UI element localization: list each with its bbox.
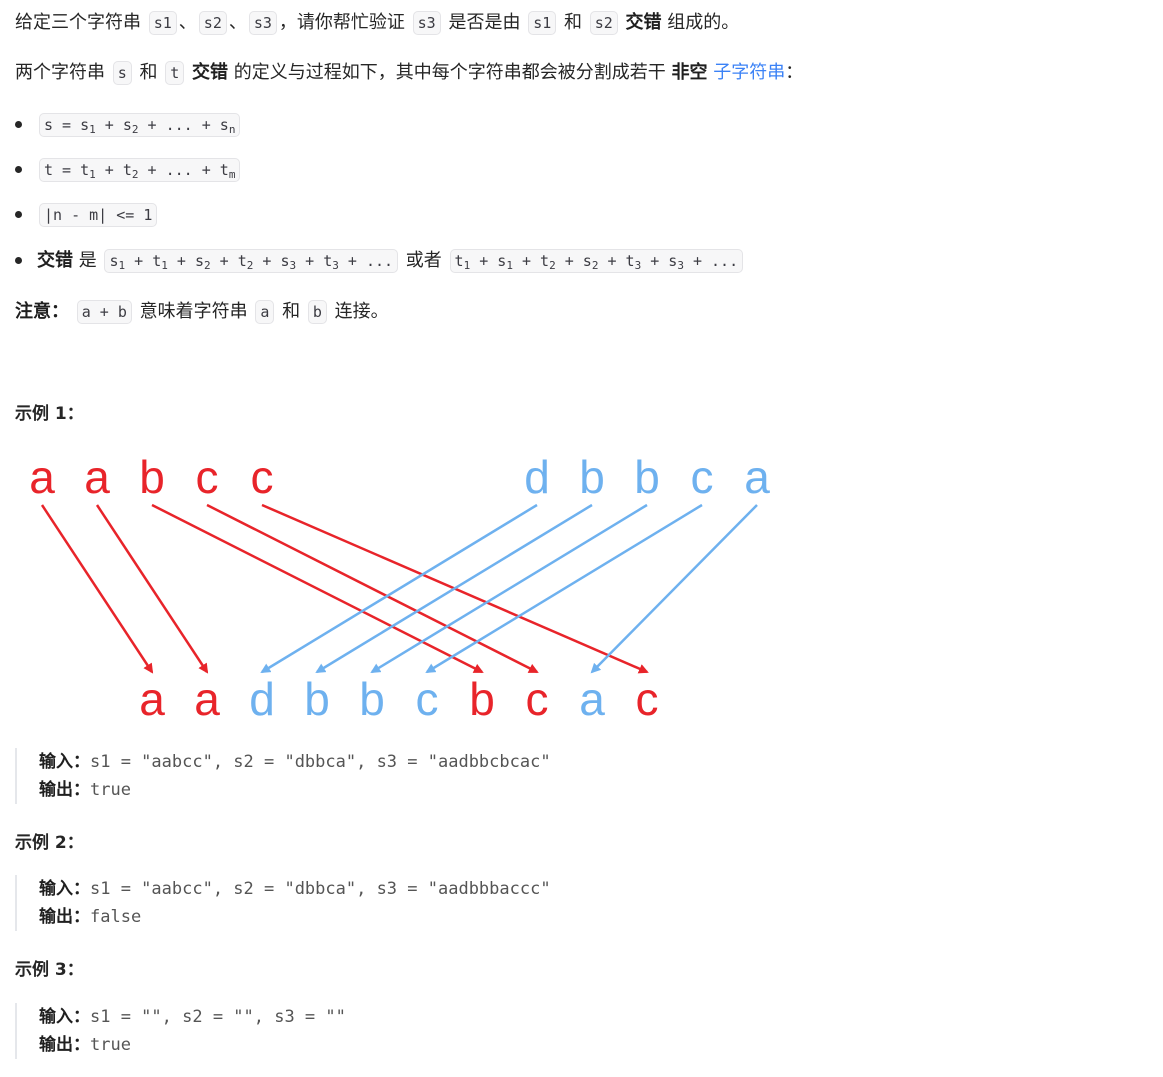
text: 两个字符串 — [15, 62, 105, 83]
bullet-icon — [15, 257, 22, 264]
s3-letter: b — [469, 673, 495, 725]
s3-letter: b — [359, 673, 385, 725]
s3-letter: c — [636, 673, 659, 725]
bold-term: 交错 — [625, 12, 662, 33]
bold-term: 交错 — [37, 250, 73, 271]
example-3-heading: 示例 3： — [15, 960, 84, 980]
text: ： — [785, 62, 804, 83]
input-value: s1 = "aabcc", s2 = "dbbca", s3 = "aadbbb… — [90, 879, 551, 899]
blue-arrow — [260, 503, 538, 674]
red-arrow — [40, 504, 154, 674]
s1-letter: a — [84, 451, 110, 503]
red-arrow — [151, 503, 484, 674]
bold-term: 非空 — [671, 62, 708, 83]
code-t: t — [165, 61, 185, 85]
code-s3: s3 — [412, 11, 441, 35]
text: 、 — [228, 12, 247, 33]
red-arrow — [206, 503, 539, 674]
s3-letter: c — [416, 673, 439, 725]
list-item: |n - m| <= 1 — [15, 198, 159, 232]
blue-arrow — [425, 503, 703, 674]
code-length-condition: |n - m| <= 1 — [39, 203, 158, 227]
red-arrow — [95, 504, 209, 674]
text: 给定三个字符串 — [15, 12, 141, 33]
s3-letter: b — [304, 673, 330, 725]
code-interleave-2: t1 + s1 + t2 + s2 + t3 + s3 + ... — [449, 249, 744, 273]
output-label: 输出： — [39, 907, 90, 927]
s3-letter: a — [579, 673, 605, 725]
example-2-block: 输入：s1 = "aabcc", s2 = "dbbca", s3 = "aad… — [15, 875, 551, 931]
code-s1: s1 — [148, 11, 177, 35]
text: 和 — [282, 301, 301, 322]
code-s3: s3 — [248, 11, 277, 35]
list-item: t = t1 + t2 + ... + tm — [15, 153, 242, 187]
intro-paragraph-1: 给定三个字符串 s1、s2、s3，请你帮忙验证 s3 是否是由 s1 和 s2 … — [15, 6, 739, 40]
code-interleave-1: s1 + t1 + s2 + t2 + s3 + t3 + ... — [104, 249, 399, 273]
list-item: 交错 是 s1 + t1 + s2 + t2 + s3 + t3 + ... 或… — [15, 244, 745, 278]
s2-letter: a — [744, 451, 770, 503]
code-s1: s1 — [528, 11, 557, 35]
note-label: 注意： — [15, 301, 69, 322]
intro-paragraph-2: 两个字符串 s 和 t 交错 的定义与过程如下，其中每个字符串都会被分割成若干 … — [15, 56, 803, 90]
substring-link[interactable]: 子字符串 — [713, 62, 786, 83]
text: 、 — [178, 12, 197, 33]
bold-term: 交错 — [192, 62, 228, 83]
code-a: a — [255, 300, 275, 324]
text: 连接。 — [334, 301, 389, 322]
text: 是否是由 — [448, 12, 521, 33]
s3-letter: d — [249, 673, 275, 725]
output-value: true — [90, 780, 131, 800]
blue-arrow — [315, 503, 593, 674]
code-s-split: s = s1 + s2 + ... + sn — [39, 113, 241, 137]
example-1-block: 输入：s1 = "aabcc", s2 = "dbbca", s3 = "aad… — [15, 748, 551, 804]
s2-letter: b — [579, 451, 605, 503]
bullet-icon — [15, 166, 22, 173]
code-t-split: t = t1 + t2 + ... + tm — [39, 158, 241, 182]
text: 和 — [563, 12, 582, 33]
s2-letter: b — [634, 451, 660, 503]
s1-letter: a — [29, 451, 55, 503]
input-label: 输入： — [39, 1007, 90, 1027]
blue-arrow — [590, 504, 758, 674]
input-label: 输入： — [39, 752, 90, 772]
text: 意味着字符串 — [139, 301, 248, 322]
text: 和 — [139, 62, 158, 83]
code-b: b — [307, 300, 327, 324]
s3-letter: c — [526, 673, 549, 725]
output-label: 输出： — [39, 1035, 90, 1055]
input-label: 输入： — [39, 879, 90, 899]
s2-letter: c — [691, 451, 714, 503]
s1-letter: b — [139, 451, 165, 503]
note-paragraph: 注意： a + b 意味着字符串 a 和 b 连接。 — [15, 295, 389, 329]
text: 组成的。 — [667, 12, 740, 33]
s3-letter: a — [139, 673, 165, 725]
code-s2: s2 — [589, 11, 618, 35]
s1-letter: c — [251, 451, 274, 503]
output-value: false — [90, 907, 142, 927]
blue-arrow — [370, 503, 648, 674]
code-a-plus-b: a + b — [76, 300, 132, 324]
text: 是 — [78, 250, 97, 271]
output-label: 输出： — [39, 780, 90, 800]
example-1-heading: 示例 1： — [15, 404, 84, 424]
input-value: s1 = "aabcc", s2 = "dbbca", s3 = "aadbbc… — [90, 752, 551, 772]
code-s2: s2 — [198, 11, 227, 35]
text: ，请你帮忙验证 — [278, 12, 405, 33]
example-2-heading: 示例 2： — [15, 833, 84, 853]
example-3-block: 输入：s1 = "", s2 = "", s3 = "" 输出：true — [15, 1003, 346, 1059]
code-s: s — [112, 61, 132, 85]
input-value: s1 = "", s2 = "", s3 = "" — [90, 1007, 346, 1027]
output-value: true — [90, 1035, 131, 1055]
text: 的定义与过程如下，其中每个字符串都会被分割成若干 — [233, 62, 666, 83]
s1-letter: c — [196, 451, 219, 503]
bullet-icon — [15, 211, 22, 218]
s3-letter: a — [194, 673, 220, 725]
list-item: s = s1 + s2 + ... + sn — [15, 108, 242, 142]
s2-letter: d — [524, 451, 550, 503]
bullet-icon — [15, 121, 22, 128]
text: 或者 — [405, 250, 442, 271]
